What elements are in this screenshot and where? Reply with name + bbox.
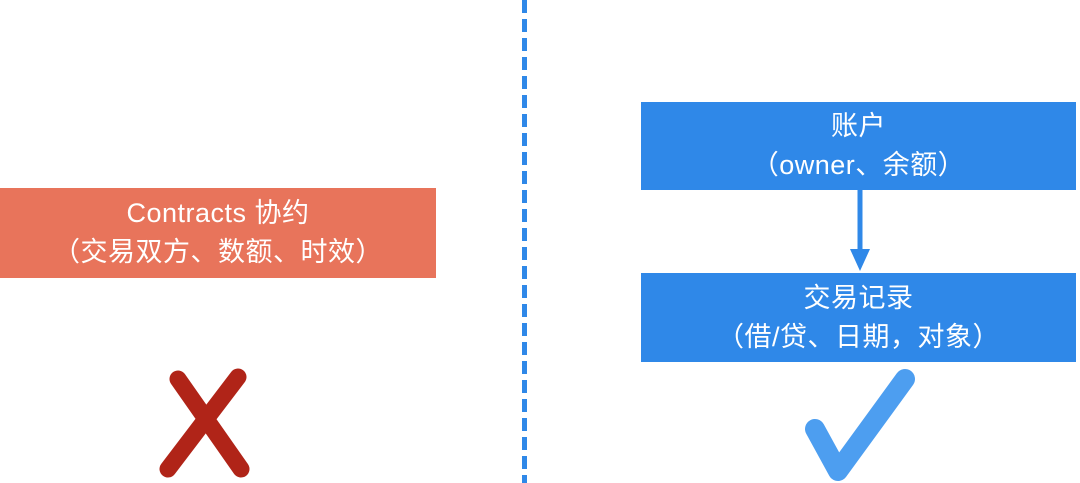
transactions-box-title: 交易记录	[803, 282, 914, 313]
contracts-box-title: Contracts 协约	[126, 198, 310, 228]
transactions-box-subtitle: （借/贷、日期，对象）	[716, 321, 1000, 352]
account-box-title: 账户	[831, 111, 886, 141]
account-box-subtitle: （owner、余额）	[751, 150, 966, 180]
account-box: 账户 （owner、余额）	[641, 102, 1076, 190]
contracts-box: Contracts 协约 （交易双方、数额、时效）	[0, 188, 436, 278]
x-mark-icon	[152, 363, 262, 481]
check-mark-icon	[795, 365, 920, 483]
contracts-box-subtitle: （交易双方、数额、时效）	[53, 237, 383, 267]
arrow-down-icon	[845, 189, 875, 274]
transactions-box: 交易记录 （借/贷、日期，对象）	[641, 273, 1076, 362]
dashed-divider-line	[522, 0, 527, 483]
